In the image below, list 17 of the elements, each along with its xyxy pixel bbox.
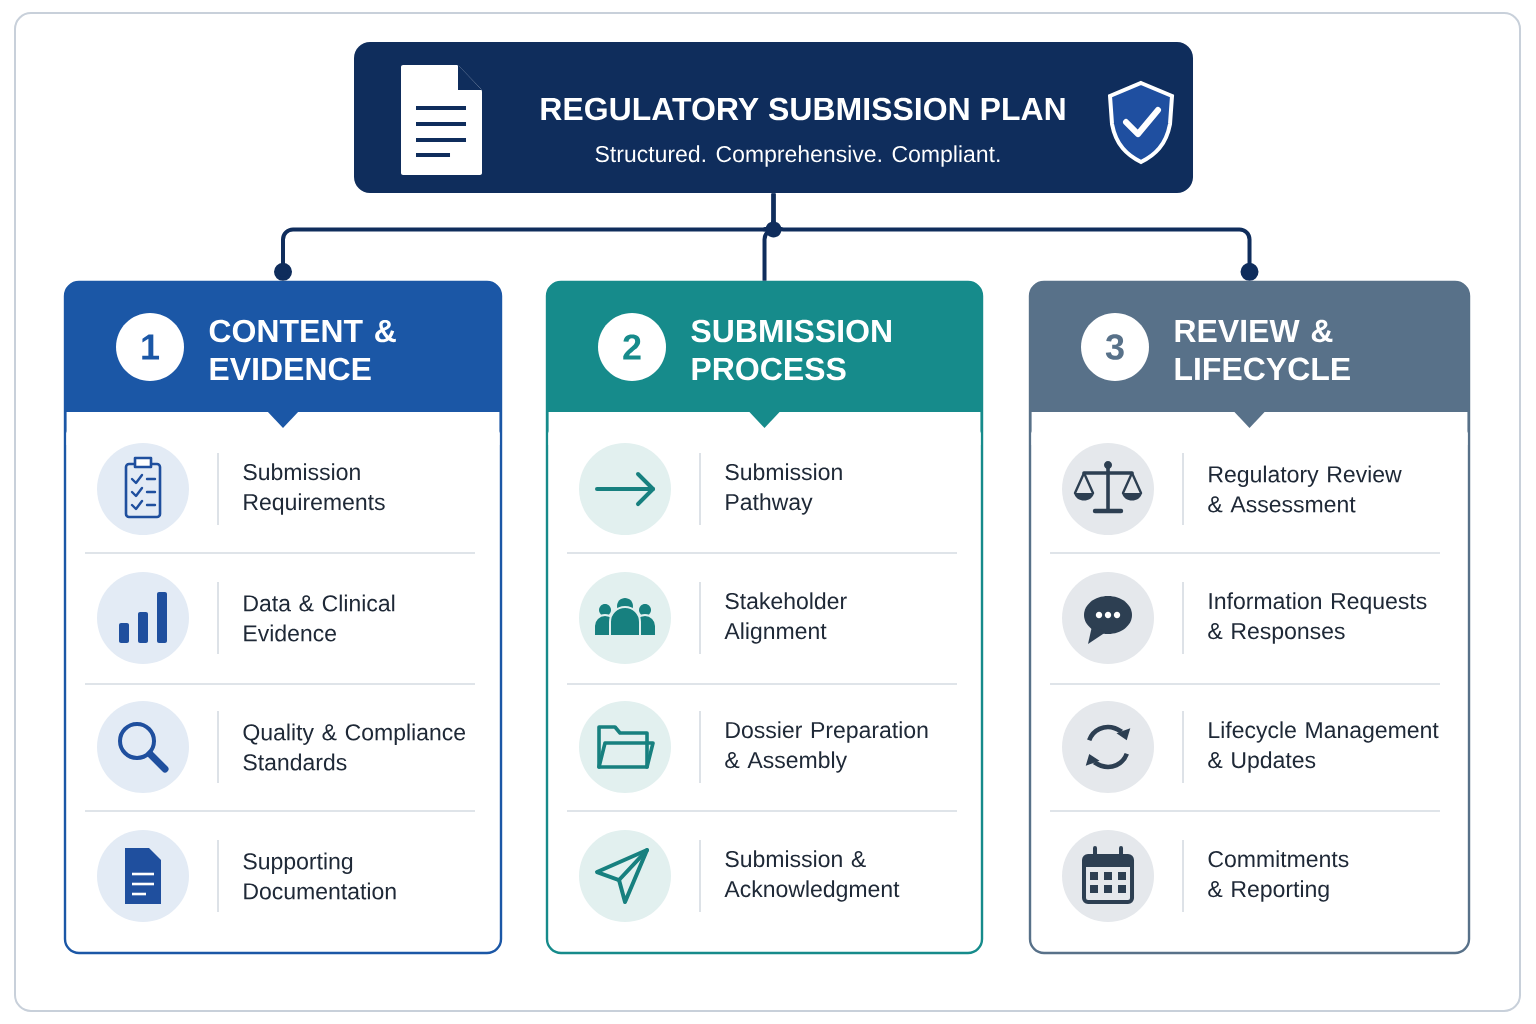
item-label: Information Requests & Responses (1208, 592, 1427, 644)
item-label: Stakeholder Alignment (724, 592, 847, 644)
item-label: Quality & Compliance Standards (243, 723, 466, 771)
number-badge: 2 (598, 313, 666, 381)
item-label: Supporting Documentation (243, 852, 396, 900)
connector-line (771, 193, 1259, 281)
item-label: Data & Clinical Evidence (244, 594, 395, 642)
item-label: Commitments & Reporting (1208, 850, 1349, 902)
item-label: Regulatory Review & Assessment (1208, 465, 1402, 513)
item-label: Lifecycle Management & Updates (1208, 721, 1439, 773)
number-badge: 1 (116, 313, 184, 381)
item-label: Dossier Preparation & Assembly (725, 721, 928, 773)
item-label: Submission Pathway (725, 463, 842, 515)
item-label: Submission & Acknowledgment (724, 850, 900, 902)
item-label: Submission Requirements (243, 463, 385, 515)
number-badge: 3 (1081, 313, 1149, 381)
header-box: REGULATORY SUBMISSION PLAN Structured. Comprehensive. Compliant. (354, 42, 1193, 193)
